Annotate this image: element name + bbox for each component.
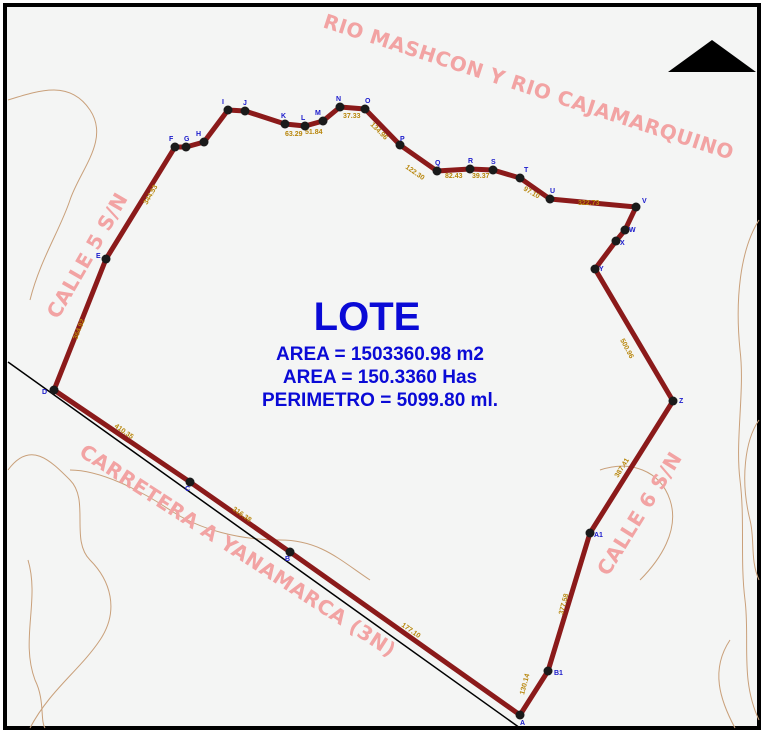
segment-length: 37.33	[343, 113, 361, 120]
vertex-label: A1	[594, 532, 603, 539]
vertex-point	[611, 236, 621, 246]
vertex-label: K	[281, 113, 286, 120]
vertex-label: F	[169, 136, 174, 143]
vertex-label: Q	[435, 160, 441, 167]
segment-length: 322.73	[578, 200, 600, 207]
segment-length: 63.29	[285, 131, 303, 138]
vertex-label: C	[185, 486, 190, 493]
vertex-label: J	[243, 100, 247, 107]
vertex-point	[488, 165, 498, 175]
vertex-point	[199, 137, 209, 147]
vertex-point	[223, 105, 233, 115]
vertex-label: N	[336, 96, 341, 103]
area-has-text: AREA = 150.3360 Has	[283, 367, 477, 388]
vertex-label: X	[620, 240, 625, 247]
vertex-label: T	[524, 167, 529, 174]
vertex-point	[318, 116, 328, 126]
vertex-label: Y	[599, 266, 604, 273]
area-m2-text: AREA = 1503360.98 m2	[276, 344, 484, 365]
vertex-label: S	[491, 159, 496, 166]
vertex-point	[240, 106, 250, 116]
vertex-label: A	[520, 720, 525, 727]
vertex-point	[585, 528, 595, 538]
perimeter-text: PERIMETRO = 5099.80 ml.	[262, 390, 498, 411]
vertex-label: B	[285, 556, 290, 563]
vertex-label: B1	[554, 670, 563, 677]
road-line	[7, 361, 521, 729]
vertex-point	[300, 121, 310, 131]
vertex-point	[515, 173, 525, 183]
vertex-point	[631, 202, 641, 212]
vertex-point	[185, 477, 195, 487]
vertex-point	[101, 254, 111, 264]
vertex-point	[668, 396, 678, 406]
vertex-point	[280, 119, 290, 129]
vertex-point	[432, 166, 442, 176]
vertex-label: E	[96, 253, 101, 260]
segment-length: 82.43	[445, 173, 463, 180]
vertex-label: W	[629, 227, 636, 234]
vertex-point	[335, 102, 345, 112]
vertex-point	[49, 385, 59, 395]
vertex-point	[465, 164, 475, 174]
vertex-label: R	[468, 158, 473, 165]
vertex-label: D	[42, 389, 47, 396]
vertex-point	[170, 142, 180, 152]
vertex-point	[620, 225, 630, 235]
vertex-label: U	[550, 188, 555, 195]
vertex-label: V	[642, 198, 647, 205]
segment-length: 39.37	[472, 173, 490, 180]
vertex-label: P	[400, 136, 405, 143]
vertex-point	[181, 142, 191, 152]
segment-length: 51.84	[305, 129, 323, 136]
lot-title: LOTE	[314, 295, 421, 339]
vertex-point	[360, 104, 370, 114]
vertex-label: Z	[679, 398, 684, 405]
vertex-label: H	[196, 131, 201, 138]
vertex-label: M	[315, 110, 321, 117]
vertex-point	[515, 710, 525, 720]
north-arrow-icon	[668, 40, 756, 72]
vertex-label: I	[222, 99, 224, 106]
vertex-point	[285, 547, 295, 557]
contour-lines	[7, 89, 760, 729]
vertex-point	[545, 194, 555, 204]
vertex-label: O	[365, 98, 371, 105]
vertex-label: G	[184, 136, 190, 143]
vertex-point	[590, 264, 600, 274]
vertex-point	[395, 140, 405, 150]
vertex-label: L	[301, 115, 306, 122]
vertex-point	[543, 666, 553, 676]
